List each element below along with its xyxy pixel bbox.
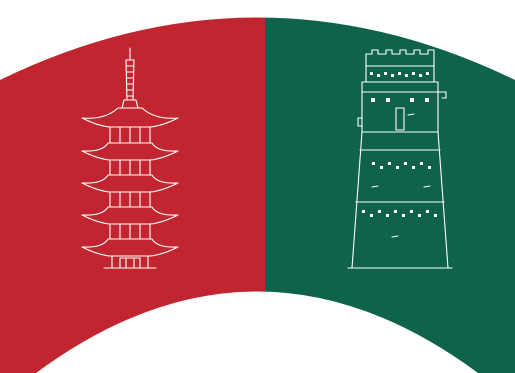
pagoda-icon [81, 47, 179, 269]
left-red-panel [0, 17, 265, 373]
watchtower-icon [347, 49, 453, 269]
right-green-panel [265, 17, 515, 373]
